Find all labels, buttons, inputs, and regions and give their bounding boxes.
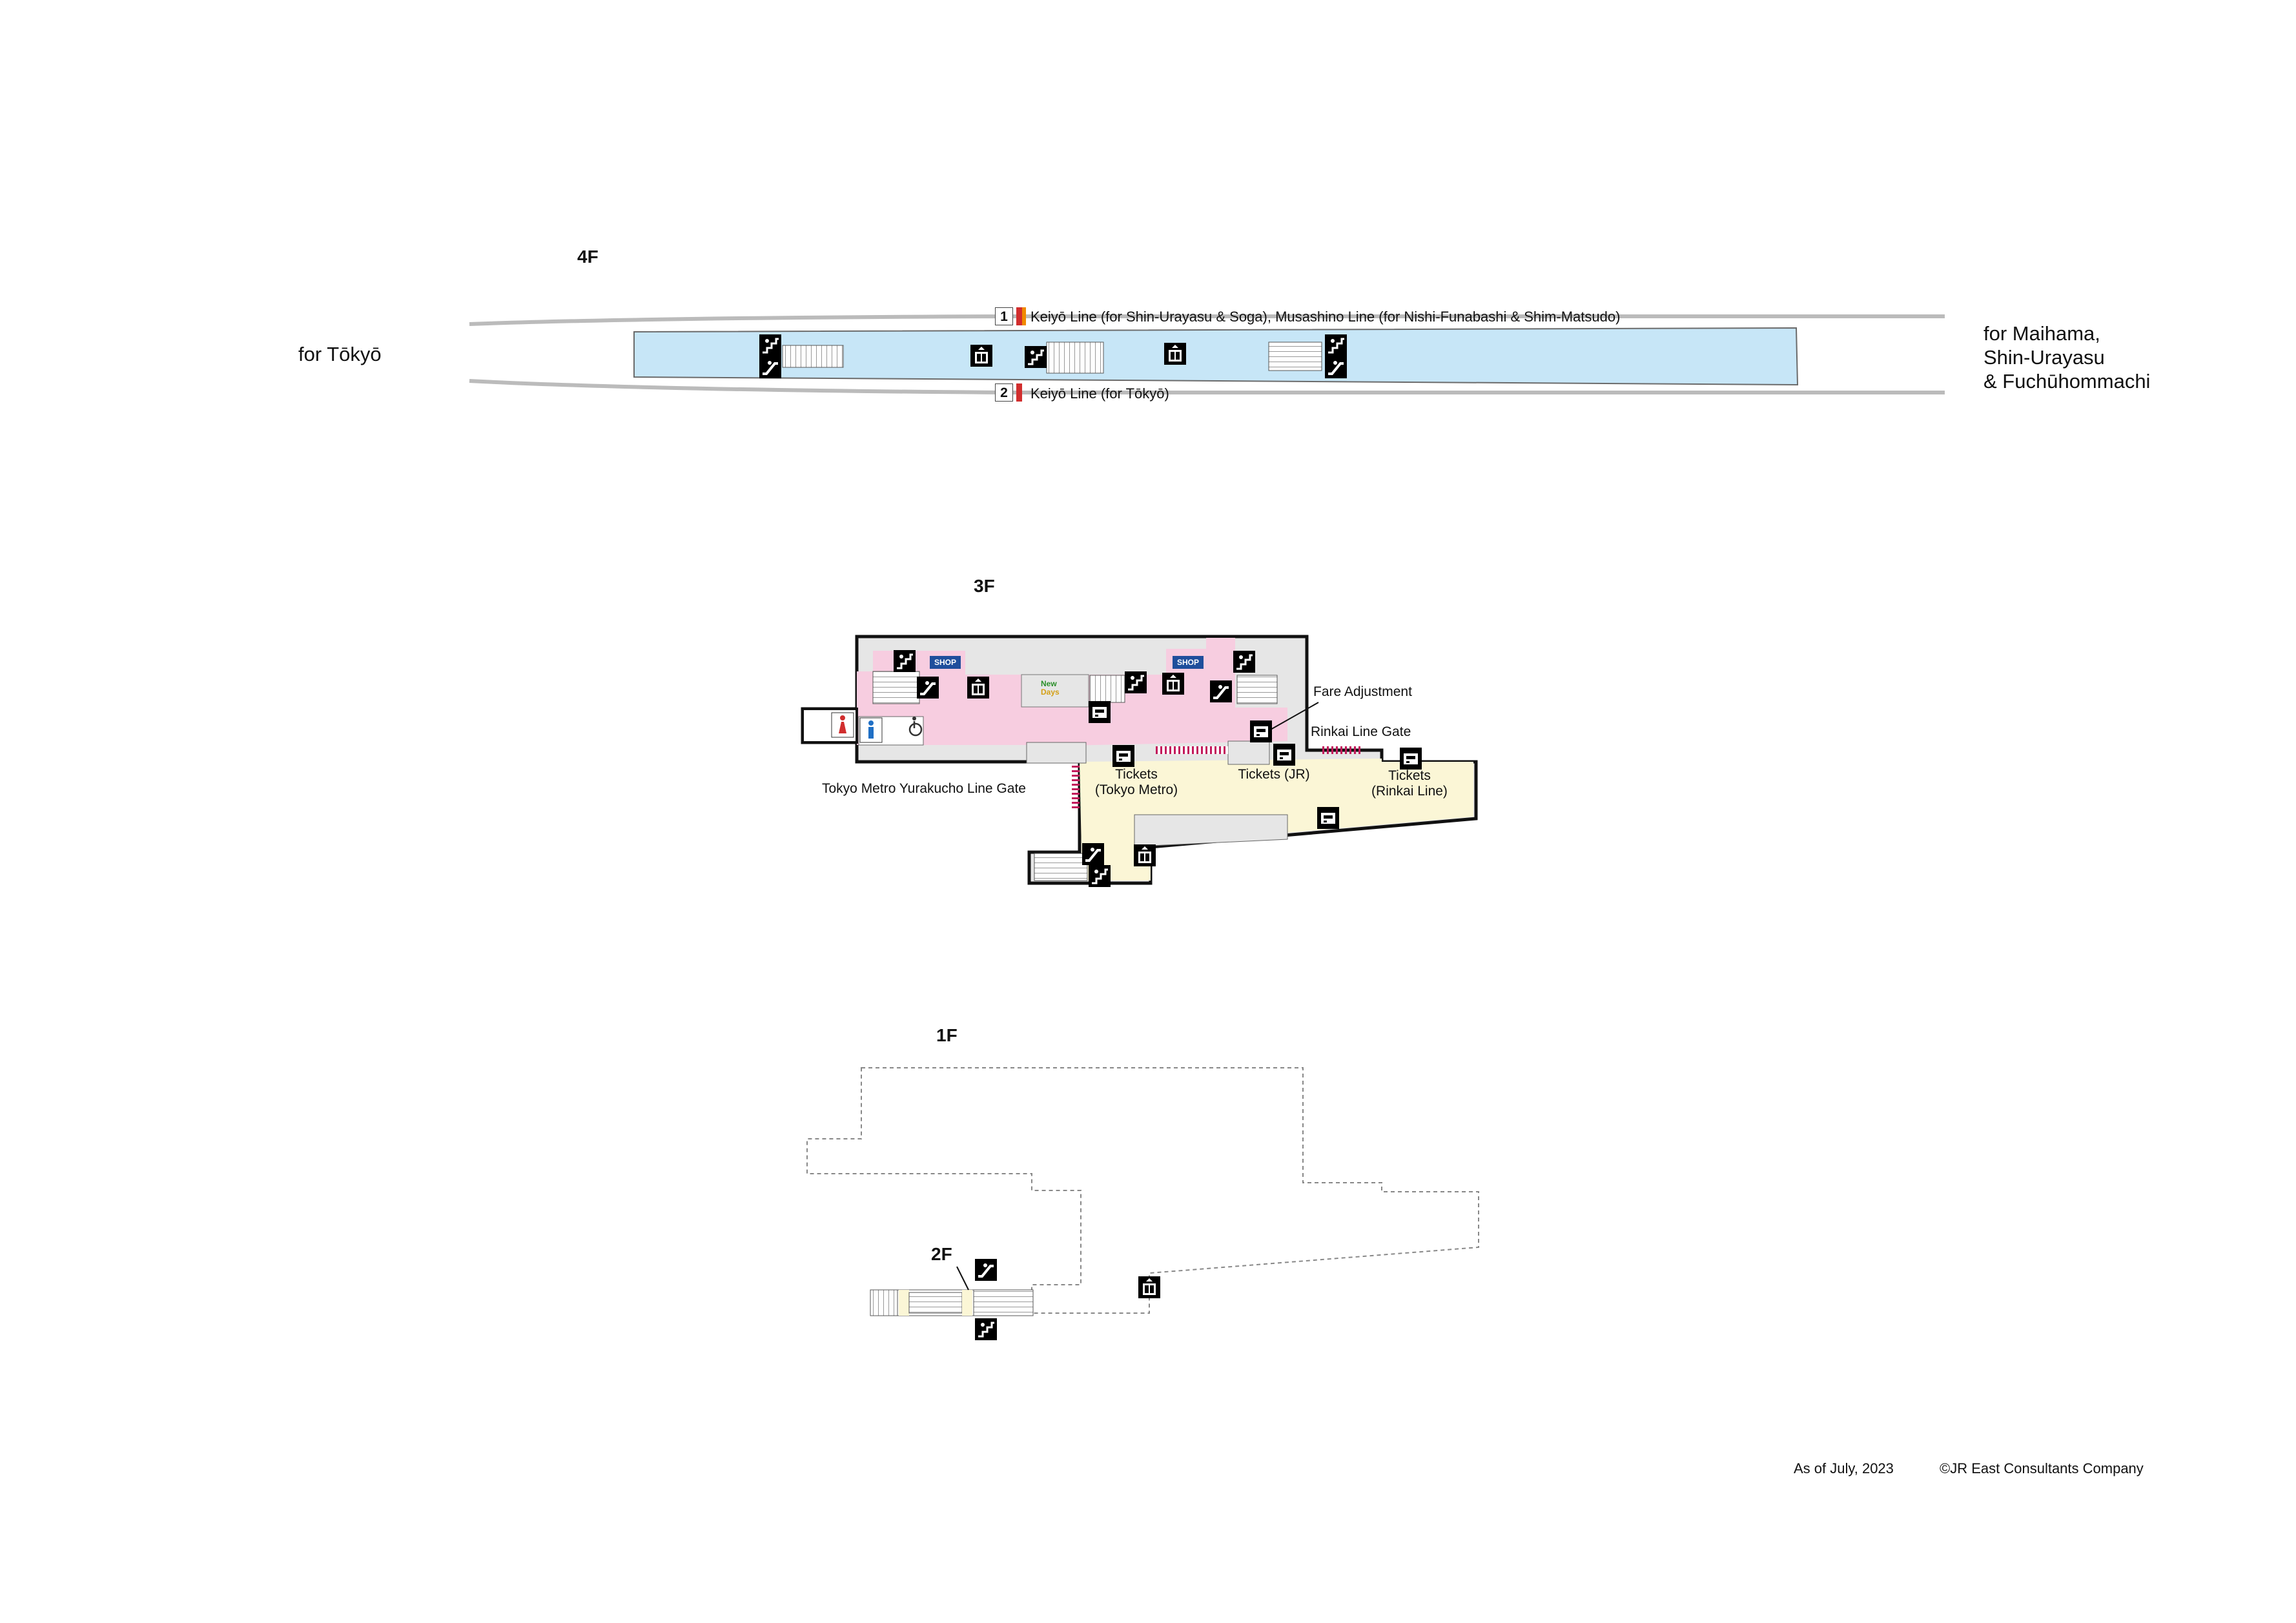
- elevator-icon: [970, 345, 992, 367]
- elevator-icon: [1138, 1276, 1160, 1298]
- stairs-icon: [1232, 649, 1256, 674]
- escalator-icon: [758, 355, 783, 380]
- floor-3f-map: [801, 635, 1478, 888]
- elevator-icon: [967, 677, 989, 699]
- stairs-west-3f: [872, 671, 920, 704]
- elevator-icon: [1164, 343, 1186, 365]
- platform-1-line-color-2: [1022, 307, 1026, 325]
- ticket-office-icon: [1317, 807, 1339, 829]
- floor-4f-map: [469, 307, 1945, 402]
- platform-label-2: Keiyō Line (for Tōkyō): [1030, 385, 1169, 402]
- stairs-icon: [892, 649, 917, 673]
- stairs-icon: [758, 333, 783, 358]
- office-block: [1026, 742, 1087, 764]
- accessible-toilet-icon: [908, 717, 923, 737]
- gate-jr-row: [1156, 746, 1228, 754]
- direction-east-line-1: for Maihama,: [1983, 322, 2100, 345]
- label-fare-adjustment: Fare Adjustment: [1313, 684, 1412, 699]
- island-platform: [633, 327, 1799, 386]
- platform-number-1: 1: [995, 307, 1013, 325]
- newdays-shop: [1021, 674, 1089, 708]
- stairs-center-3f: [1089, 675, 1125, 703]
- escalator-icon: [974, 1258, 998, 1282]
- escalator-icon: [1081, 842, 1105, 866]
- platform-stairs-west: [782, 345, 844, 368]
- bridge-2f-pointer: [956, 1266, 969, 1291]
- escalator-icon: [916, 675, 940, 700]
- direction-west: for Tōkyō: [298, 343, 382, 365]
- label-tickets-jr: Tickets (JR): [1238, 767, 1310, 782]
- bridge-2f-floor-2: [962, 1290, 972, 1316]
- ticket-machine-icon: [1112, 745, 1134, 767]
- footer-copyright: ©JR East Consultants Company: [1940, 1460, 2144, 1476]
- label-tickets-rinkai-line-1: Tickets: [1388, 768, 1431, 783]
- stairs-icon: [1087, 864, 1112, 888]
- track-1: [469, 314, 1945, 326]
- floor-label-1f: 1F: [936, 1025, 958, 1045]
- platform-escalator-east: [1268, 342, 1322, 371]
- shop-label-west: SHOP: [934, 658, 956, 667]
- newdays-logo-line-1: New: [1041, 679, 1057, 688]
- escalator-icon: [1324, 355, 1348, 380]
- fare-adjustment-pointer: [1270, 702, 1319, 730]
- floor-label-2f: 2F: [931, 1244, 952, 1264]
- platform-1-line-color: [1016, 307, 1022, 325]
- stairs-east-3f: [1236, 675, 1278, 704]
- shop-badge-west: [930, 656, 961, 669]
- platform-number-2: 2: [995, 383, 1013, 402]
- bridge-2f-stairs-west: [870, 1289, 898, 1316]
- stairs-icon: [974, 1317, 998, 1342]
- exit-block: [1134, 814, 1288, 846]
- stairs-south-3f: [1034, 853, 1088, 881]
- elevator-icon: [1162, 673, 1184, 695]
- label-tickets-metro-line-2: (Tokyo Metro): [1094, 782, 1178, 797]
- track-2: [469, 379, 1945, 394]
- floor-1f-map: [806, 1067, 1479, 1342]
- stairs-icon: [1023, 345, 1048, 369]
- elevator-icon: [1134, 844, 1156, 866]
- newdays-logo: New Days: [1041, 680, 1060, 697]
- bridge-2f-stairs-east: [973, 1289, 1034, 1316]
- elevator-icon: [1089, 701, 1111, 723]
- direction-east: for Maihama, Shin-Urayasu & Fuchūhommach…: [1983, 322, 2150, 393]
- shop-badge-east: [1173, 656, 1204, 669]
- label-metro-gate: Tokyo Metro Yurakucho Line Gate: [822, 781, 1026, 796]
- station-footprint-1f: [806, 1067, 1479, 1314]
- newdays-logo-line-2: Days: [1041, 688, 1060, 697]
- label-tickets-metro-line-1: Tickets: [1115, 767, 1158, 782]
- label-tickets-rinkai-line-2: (Rinkai Line): [1371, 784, 1448, 799]
- ticket-office-jr: [1227, 740, 1270, 765]
- platform-stairs-center: [1046, 342, 1104, 374]
- bridge-2f-escalator: [908, 1292, 963, 1314]
- floor-label-3f: 3F: [974, 576, 995, 596]
- fare-adjustment-icon: [1250, 720, 1272, 742]
- label-rinkai-gate: Rinkai Line Gate: [1311, 724, 1411, 739]
- direction-east-line-3: & Fuchūhommachi: [1983, 370, 2151, 393]
- platform-2-line-color: [1016, 383, 1022, 402]
- stairs-icon: [1123, 670, 1148, 695]
- label-tickets-metro: Tickets (Tokyo Metro): [1082, 767, 1191, 798]
- toilet-icon: [831, 712, 854, 738]
- direction-east-line-2: Shin-Urayasu: [1983, 346, 2105, 369]
- label-tickets-rinkai: Tickets (Rinkai Line): [1361, 768, 1458, 799]
- ticket-machine-icon: [1400, 748, 1422, 770]
- footer-date: As of July, 2023: [1794, 1460, 1894, 1476]
- platform-label-1: Keiyō Line (for Shin-Urayasu & Soga), Mu…: [1030, 309, 1621, 325]
- shop-label-east: SHOP: [1176, 658, 1199, 667]
- stairs-icon: [1324, 333, 1348, 358]
- ticket-machine-icon: [1273, 744, 1295, 766]
- floor-label-4f: 4F: [577, 247, 599, 267]
- toilet-icon: [859, 717, 883, 743]
- bridge-2f-floor: [899, 1290, 909, 1316]
- escalator-icon: [1209, 679, 1233, 704]
